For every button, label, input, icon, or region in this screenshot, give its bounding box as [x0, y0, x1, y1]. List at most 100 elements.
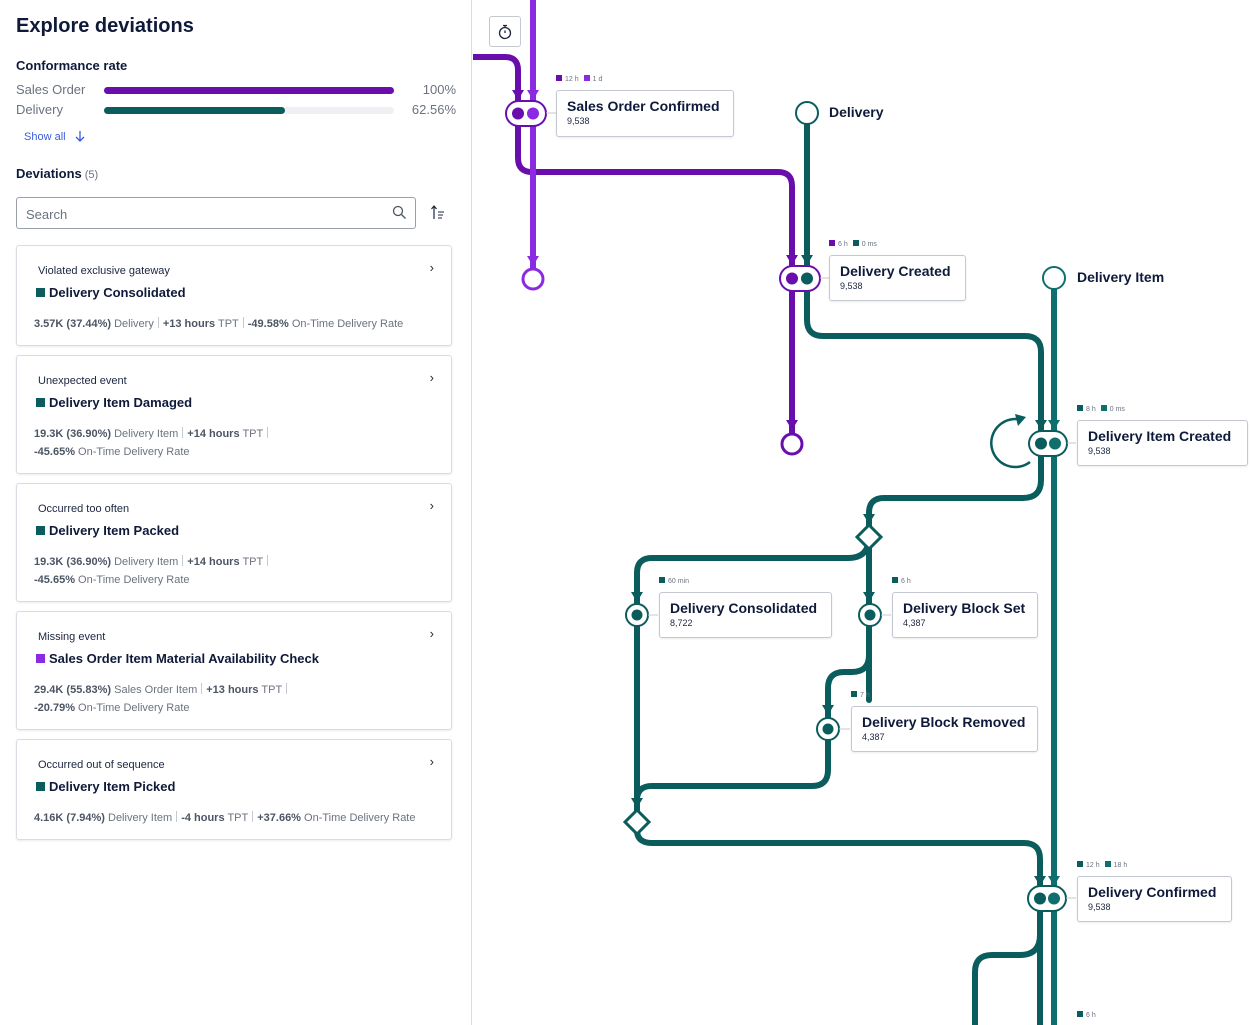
deviation-type: Missing event	[38, 631, 106, 643]
timer-button[interactable]	[489, 16, 521, 47]
duration-tags: 6 h	[1077, 1011, 1101, 1019]
gateway-split[interactable]	[854, 522, 884, 552]
search-input[interactable]	[24, 199, 388, 229]
duration-tags: 7 h	[851, 691, 875, 699]
duration-tags: 12 h 18 h	[1077, 861, 1132, 869]
metric-tpt-label: TPT	[227, 812, 249, 824]
metric-tpt-label: TPT	[261, 684, 283, 696]
metric-tpt: +13 hours	[162, 318, 216, 330]
duration-tag: 7 h	[851, 691, 870, 699]
arrow-down-icon	[75, 131, 85, 142]
metric-cases: 19.3K (36.90%)	[34, 556, 112, 568]
color-square-icon	[1100, 405, 1107, 411]
activity-node-delivery-block-set[interactable]: Delivery Block Set 4,387	[892, 592, 1038, 638]
metric-object: Delivery Item	[108, 812, 173, 824]
activity-node-sales-order-confirmed[interactable]: Sales Order Confirmed 9,538	[556, 90, 734, 137]
port-outline	[1028, 430, 1068, 457]
port-delivery-created[interactable]	[779, 265, 821, 292]
deviation-card[interactable]: Occurred too often › Delivery Item Packe…	[16, 483, 452, 602]
deviation-card[interactable]: Missing event › Sales Order Item Materia…	[16, 611, 452, 730]
show-all-link[interactable]: Show all	[24, 130, 86, 143]
edge-sales-order	[473, 54, 795, 443]
activity-count: 4,387	[903, 618, 926, 628]
color-square-icon	[1077, 405, 1083, 411]
divider	[252, 811, 254, 822]
process-graph[interactable]	[473, 0, 1250, 1025]
metric-otd: +37.66%	[257, 812, 301, 824]
end-node-sales-order-item[interactable]	[521, 267, 545, 291]
stopwatch-icon	[498, 24, 512, 40]
arrowhead	[512, 90, 524, 100]
arrowhead	[863, 592, 875, 602]
port-del-consolidated[interactable]	[625, 603, 649, 627]
duration-tags: 12 h 1 d	[556, 75, 607, 83]
color-square-icon	[829, 240, 835, 246]
duration-tags: 6 h	[892, 577, 916, 585]
edge-block-removed	[634, 612, 872, 803]
duration-value: 7 h	[860, 692, 870, 699]
activity-count: 9,538	[1088, 446, 1111, 456]
deviation-card[interactable]: Occurred out of sequence › Delivery Item…	[16, 739, 452, 840]
conformance-label: Delivery	[16, 102, 63, 117]
deviation-activity: Sales Order Item Material Availability C…	[36, 651, 319, 666]
arrowhead	[527, 90, 539, 100]
activity-node-delivery-created[interactable]: Delivery Created 9,538	[829, 255, 966, 301]
deviation-card[interactable]: Unexpected event › Delivery Item Damaged…	[16, 355, 452, 474]
metric-otd: -45.65%	[34, 574, 75, 586]
start-node-delivery-item[interactable]	[1042, 266, 1066, 290]
metric-cases: 4.16K (7.94%)	[34, 812, 105, 824]
deviation-activity-label: Delivery Item Damaged	[49, 395, 193, 410]
search-icon[interactable]	[392, 205, 407, 220]
deviation-metrics: 19.3K (36.90%) Delivery Item+14 hours TP…	[34, 553, 439, 589]
port-del-block-set[interactable]	[858, 603, 882, 627]
end-node-sales-order[interactable]	[780, 432, 804, 456]
activity-node-delivery-confirmed[interactable]: Delivery Confirmed 9,538	[1077, 876, 1232, 922]
metric-tpt: +13 hours	[206, 684, 259, 696]
metric-tpt-label: TPT	[242, 556, 264, 568]
duration-value: 12 h	[565, 76, 579, 83]
deviation-metrics: 4.16K (7.94%) Delivery Item-4 hours TPT+…	[34, 809, 439, 827]
activity-count: 4,387	[862, 732, 885, 742]
metric-cases: 3.57K (37.44%)	[34, 318, 112, 330]
deviation-activity-label: Delivery Consolidated	[49, 285, 186, 300]
port-dot	[864, 609, 876, 621]
start-node-delivery[interactable]	[795, 101, 819, 125]
duration-tag: 1 d	[583, 75, 603, 83]
conformance-value: 62.56%	[411, 102, 456, 117]
port-dot	[1034, 892, 1046, 905]
duration-value: 0 ms	[1109, 406, 1125, 413]
edge-delivery	[804, 110, 1044, 703]
duration-tag: 18 h	[1104, 861, 1127, 869]
color-square-icon	[892, 577, 898, 583]
port-dot	[527, 107, 539, 120]
show-all-label: Show all	[24, 131, 66, 143]
gateway-merge[interactable]	[622, 807, 652, 837]
color-square-icon	[36, 654, 45, 663]
port-dot	[1049, 437, 1061, 450]
activity-node-delivery-item-created[interactable]: Delivery Item Created 9,538	[1077, 420, 1248, 466]
conformance-label: Sales Order	[16, 82, 86, 97]
duration-value: 6 h	[1086, 1012, 1096, 1019]
port-del-confirmed[interactable]	[1027, 885, 1067, 912]
color-square-icon	[659, 577, 665, 583]
duration-tag: 6 h	[829, 240, 848, 248]
duration-tag: 6 h	[1077, 1011, 1096, 1019]
port-del-block-removed[interactable]	[816, 717, 840, 741]
divider	[176, 811, 178, 822]
duration-tag: 12 h	[1077, 861, 1100, 869]
sort-icon[interactable]	[428, 202, 450, 224]
activity-node-delivery-block-removed[interactable]: Delivery Block Removed 4,387	[851, 706, 1038, 752]
activity-node-delivery-consolidated[interactable]: Delivery Consolidated 8,722	[659, 592, 832, 638]
conformance-bar-fill	[104, 87, 394, 94]
object-label-delivery: Delivery	[829, 104, 884, 120]
activity-name: Delivery Block Set	[903, 600, 1026, 616]
arrowhead	[1035, 420, 1047, 430]
port-di-created[interactable]	[1028, 430, 1068, 457]
port-so-confirmed[interactable]	[505, 100, 547, 127]
metric-tpt-label: TPT	[242, 428, 264, 440]
search-box	[16, 197, 416, 229]
duration-value: 12 h	[1086, 862, 1100, 869]
duration-tag: 0 ms	[1100, 405, 1125, 413]
deviation-card[interactable]: Violated exclusive gateway › Delivery Co…	[16, 245, 452, 346]
duration-value: 1 d	[592, 76, 603, 83]
